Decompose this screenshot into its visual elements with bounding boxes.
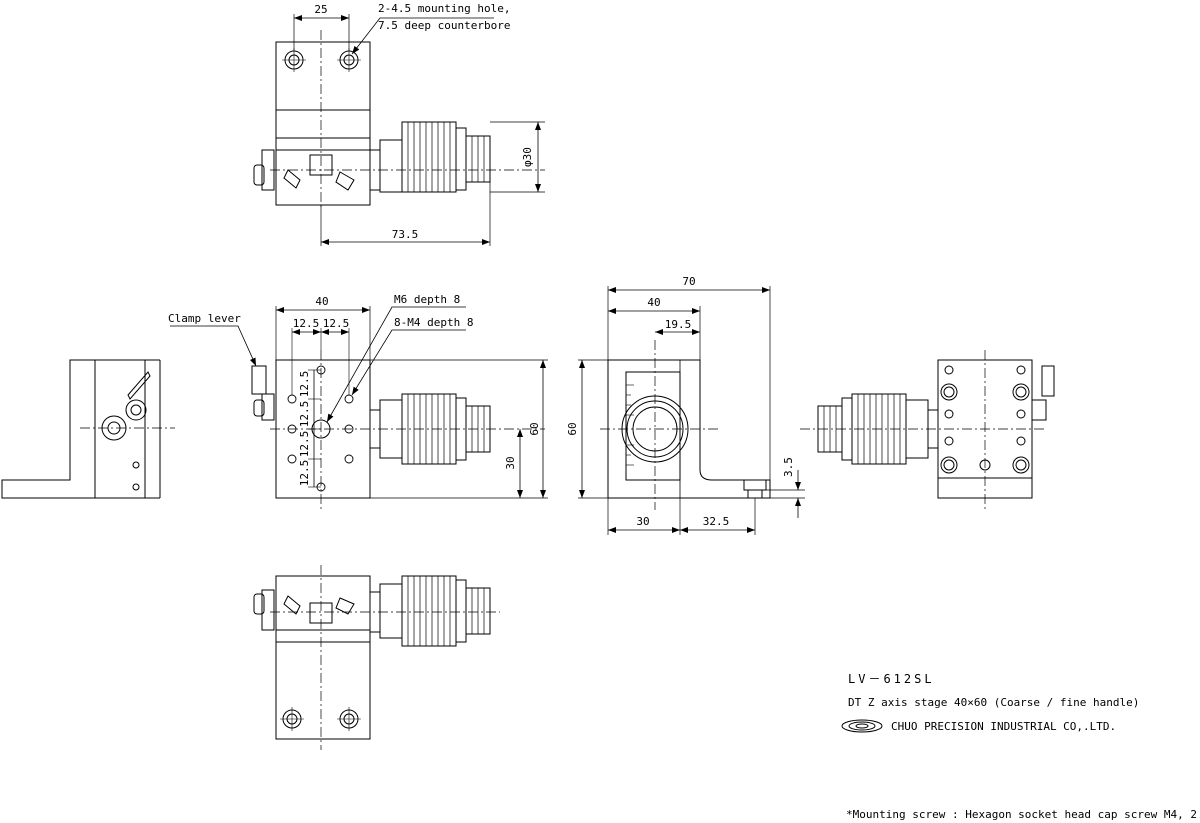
note-clamp-lever: Clamp lever	[168, 312, 241, 325]
dim-side-3-5: 3.5	[782, 457, 795, 477]
dim-front-vpitch-2: 12.5	[298, 401, 311, 428]
dim-front-30: 30	[504, 456, 517, 469]
dim-side-40: 40	[647, 296, 660, 309]
dim-front-vpitch-1: 12.5	[298, 371, 311, 398]
dim-front-12-5-a: 12.5	[293, 317, 320, 330]
dim-side-30: 30	[636, 515, 649, 528]
side-view	[578, 286, 805, 535]
dim-top-73-5: 73.5	[392, 228, 419, 241]
bottom-view	[253, 565, 500, 750]
dim-front-40: 40	[315, 295, 328, 308]
dim-side-32-5: 32.5	[703, 515, 730, 528]
top-view	[253, 14, 545, 246]
left-view	[1, 359, 175, 499]
company-name: CHUO PRECISION INDUSTRIAL CO,.LTD.	[891, 720, 1116, 733]
dim-front-vpitch-4: 12.5	[298, 460, 311, 487]
rear-view	[800, 350, 1055, 510]
dim-side-60: 60	[566, 422, 579, 435]
dim-top-25: 25	[314, 3, 327, 16]
note-m4: 8-M4 depth 8	[394, 316, 473, 329]
dim-side-19-5: 19.5	[665, 318, 692, 331]
note-m6: M6 depth 8	[394, 293, 460, 306]
dim-top-phi30: φ30	[521, 147, 534, 167]
dim-front-12-5-b: 12.5	[323, 317, 350, 330]
dim-side-70: 70	[682, 275, 695, 288]
front-view	[170, 306, 548, 510]
footnote: *Mounting screw : Hexagon socket head ca…	[846, 808, 1200, 821]
part-description: DT Z axis stage 40×60 (Coarse / fine han…	[848, 696, 1139, 709]
dim-front-vpitch-3: 12.5	[298, 431, 311, 458]
note-mounting-hole-2: 7.5 deep counterbore	[378, 19, 510, 32]
company-logo	[841, 719, 883, 733]
note-mounting-hole-1: 2-4.5 mounting hole,	[378, 2, 510, 15]
dim-front-60: 60	[528, 422, 541, 435]
part-number: LV－612SL	[848, 672, 935, 686]
